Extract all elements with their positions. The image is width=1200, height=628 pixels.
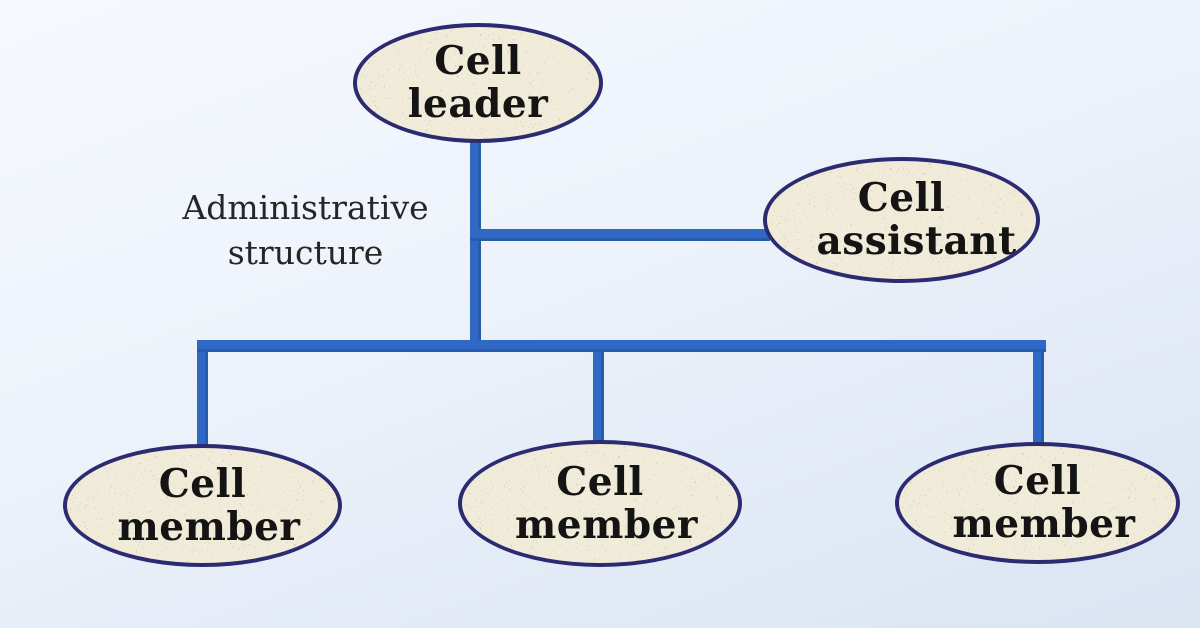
connector-members-bar — [197, 340, 1046, 352]
connector-leader-assistant — [470, 229, 770, 241]
node-cell-member-2: Cell member — [458, 440, 742, 567]
node-cell-member-3: Cell member — [895, 442, 1180, 564]
node-label: Cell assistant — [816, 175, 1017, 264]
node-cell-assistant: Cell assistant — [763, 157, 1040, 283]
diagram-caption: Administrative structure — [182, 188, 429, 272]
node-label: Cell member — [515, 458, 698, 548]
node-label: Cell member — [952, 458, 1136, 547]
node-label: Cell member — [117, 460, 301, 550]
connector-drop-member-2 — [593, 346, 604, 443]
connector-drop-member-3 — [1033, 346, 1044, 445]
connector-drop-member-1 — [197, 346, 208, 447]
connector-leader-down — [470, 139, 481, 352]
node-cell-member-1: Cell member — [63, 444, 342, 567]
node-label: Cell leader — [407, 38, 549, 127]
node-cell-leader: Cell leader — [353, 23, 603, 143]
